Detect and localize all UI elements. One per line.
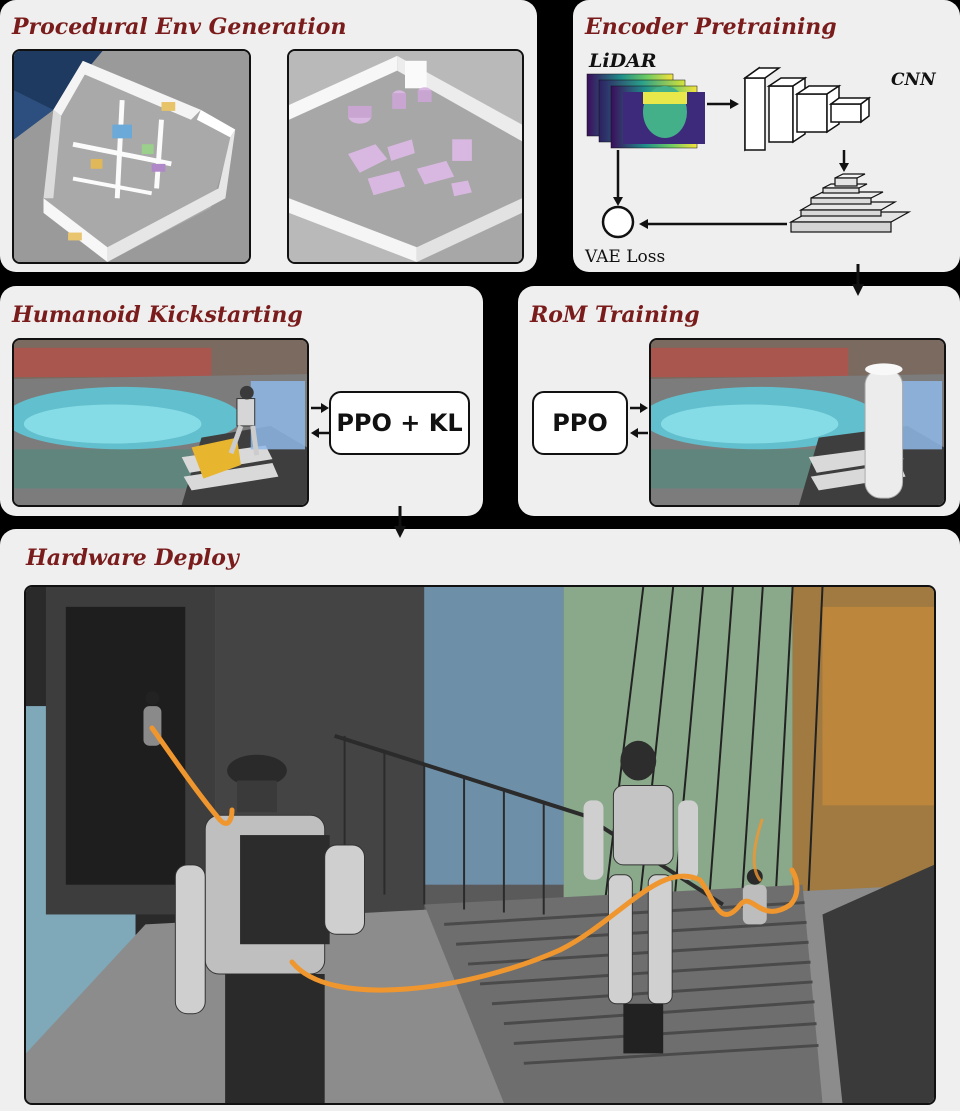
rom-sim-render (649, 338, 946, 507)
panel-rom-training: RoM Training PPO (518, 286, 960, 516)
panel-title: RoM Training (530, 302, 700, 328)
panel-title: Encoder Pretraining (585, 14, 837, 40)
room-obstacles-render (287, 49, 524, 264)
ppo-box: PPO (532, 391, 628, 455)
panel-procedural-env: Procedural Env Generation (0, 0, 537, 272)
panel-humanoid-kickstarting: Humanoid Kickstarting PPO + KL (0, 286, 483, 516)
kickstart-sim-render (12, 338, 309, 507)
cnn-label: CNN (891, 70, 936, 90)
decoder-blocks (788, 173, 912, 233)
panel-title: Procedural Env Generation (12, 14, 347, 40)
encoder-diagram (586, 66, 912, 239)
room-maze-render (12, 49, 251, 264)
hardware-deploy-photo (24, 585, 936, 1105)
lidar-label: LiDAR (589, 50, 657, 72)
ppo-kl-box: PPO + KL (329, 391, 470, 455)
vae-loss-label: VAE Loss (585, 247, 666, 267)
panel-encoder-pretraining: Encoder Pretraining LiDAR CNN VAE Loss = (573, 0, 960, 272)
panel-title: Humanoid Kickstarting (12, 302, 303, 328)
panel-hardware-deploy: Hardware Deploy (0, 529, 960, 1111)
cnn-encoder-blocks (742, 66, 872, 152)
panel-title: Hardware Deploy (26, 545, 239, 571)
lidar-image-stack (586, 73, 705, 149)
